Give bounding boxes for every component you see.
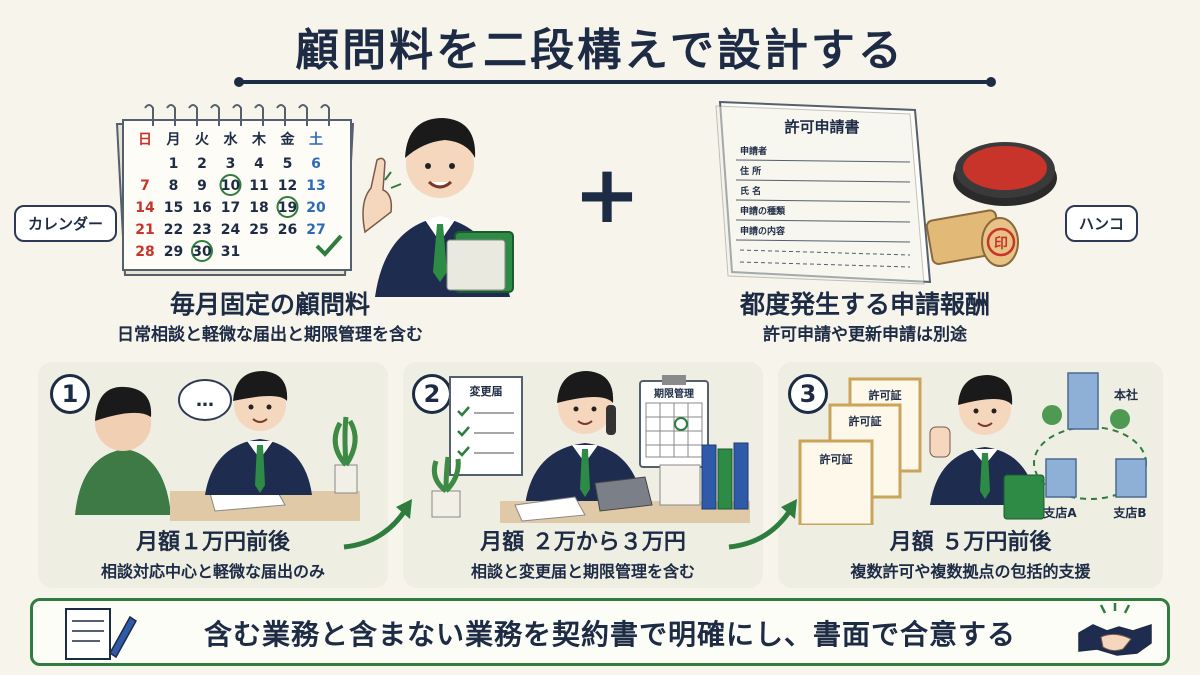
right-sub-caption: 許可申請や更新申請は別途 (763, 325, 967, 345)
svg-text:変更届: 変更届 (470, 384, 503, 398)
svg-text:印: 印 (994, 235, 1008, 252)
plan-2-description: 相談と変更届と期限管理を含む (470, 562, 695, 581)
calendar-day: 14 (135, 200, 155, 216)
document-field-label: 氏 名 (740, 185, 761, 197)
hanko-stamp-illustration: 印 (925, 142, 1057, 267)
calendar-day: 24 (221, 222, 241, 238)
arrow-right-icon (343, 499, 412, 550)
svg-text:支店A: 支店A (1042, 505, 1077, 520)
calendar-day: 10 (221, 178, 241, 194)
multi-branch-scene-illustration: 許可証 許可証 許可証 本社 支店A 支店B (798, 372, 1147, 525)
calendar-day: 11 (249, 178, 268, 194)
plus-sign: + (573, 148, 641, 241)
calendar-weekday-header: 水 (224, 131, 239, 148)
document-field-line (735, 179, 911, 183)
calendar-day: 29 (164, 244, 183, 260)
calendar-day: 22 (164, 222, 183, 238)
calendar-day: 5 (283, 156, 293, 172)
page-title: 顧問料を二段構えで設計する (295, 25, 905, 76)
plan-2-price: 月額 ２万から３万円 (480, 530, 686, 555)
plan-1-description: 相談対応中心と軽微な届出のみ (100, 562, 325, 581)
document-field-label: 申請の内容 (740, 225, 785, 237)
footer-message: 含む業務と含まない業務を契約書で明確にし、書面で合意する (203, 618, 1016, 651)
calendar-day: 23 (192, 222, 211, 238)
plan-1-price: 月額１万円前後 (135, 530, 290, 555)
calendar-weekday-header: 土 (309, 131, 323, 148)
calendar-day: 20 (306, 200, 326, 216)
hanko-label-bubble: ハンコ (1065, 205, 1139, 242)
calendar-circled-date-marker (191, 240, 213, 262)
calendar-day: 28 (135, 244, 154, 260)
contract-pen-icon (65, 608, 137, 660)
calendar-weekday-header: 月 (166, 132, 181, 148)
left-main-caption: 毎月固定の顧問料 (169, 290, 370, 319)
calendar-day: 6 (311, 156, 321, 172)
document-field-line (735, 159, 911, 163)
footer-banner (30, 598, 1170, 666)
document-field-line (735, 199, 911, 203)
calendar-day: 26 (278, 222, 297, 238)
calendar-day: 30 (192, 244, 212, 260)
calendar-day: 19 (278, 200, 297, 216)
calendar-day: 9 (197, 178, 207, 194)
title-underline (234, 77, 996, 87)
calendar-day: 31 (221, 244, 240, 260)
calendar-day: 1 (169, 156, 179, 172)
svg-text:許可証: 許可証 (820, 452, 853, 466)
plan-3-description: 複数許可や複数拠点の包括的支援 (850, 562, 1091, 581)
svg-text:…: … (196, 390, 214, 411)
document-field-label: 申請の種類 (740, 205, 786, 217)
arrow-right-icon (728, 499, 797, 550)
svg-text:許可申請書: 許可申請書 (784, 118, 859, 136)
svg-text:許可証: 許可証 (869, 388, 902, 402)
handshake-icon (1078, 603, 1152, 656)
svg-text:支店B: 支店B (1112, 505, 1146, 520)
consultation-scene-illustration: … (75, 371, 360, 521)
plan-number-2: 2 (412, 374, 452, 414)
calendar-day: 17 (221, 200, 240, 216)
calendar-day: 4 (254, 156, 264, 172)
calendar-label-bubble: カレンダー (14, 205, 118, 242)
calendar-circled-date-marker (219, 174, 242, 196)
calendar-day: 12 (278, 178, 297, 194)
calendar-weekday-header: 日 (138, 132, 152, 148)
calendar-day: 7 (140, 178, 150, 194)
calendar-day: 18 (249, 200, 268, 216)
calendar-day: 25 (249, 222, 268, 238)
document-field-label: 申請者 (740, 145, 767, 157)
svg-text:許可証: 許可証 (849, 414, 882, 428)
calendar-day: 16 (192, 200, 211, 216)
calendar-day: 15 (164, 200, 183, 216)
calendar-day: 8 (169, 178, 179, 194)
calendar-day: 2 (197, 156, 207, 172)
calendar-weekday-header: 火 (195, 132, 210, 148)
calendar-day: 21 (135, 222, 154, 238)
right-main-caption: 都度発生する申請報酬 (739, 290, 990, 319)
calendar-weekday-header: 金 (280, 131, 296, 148)
plan-number-1: 1 (50, 374, 90, 414)
document-field-label: 住 所 (740, 165, 761, 177)
office-desk-scene-illustration: 変更届 期限管理 (431, 371, 750, 523)
left-sub-caption: 日常相談と軽微な届出と期限管理を含む (117, 325, 423, 345)
svg-text:期限管理: 期限管理 (654, 387, 694, 400)
calendar-day: 27 (306, 222, 325, 238)
calendar-day: 3 (226, 156, 236, 172)
document-field-line (735, 219, 911, 223)
calendar-weekday-header: 木 (251, 131, 267, 148)
document-field-line (735, 239, 911, 243)
plan-3-price: 月額 ５万円前後 (889, 530, 1052, 555)
calendar-circled-date-marker (276, 196, 299, 218)
calendar-day: 13 (306, 178, 325, 194)
plan-number-3: 3 (788, 374, 828, 414)
consultant-illustration (362, 118, 514, 297)
svg-text:本社: 本社 (1114, 387, 1138, 402)
